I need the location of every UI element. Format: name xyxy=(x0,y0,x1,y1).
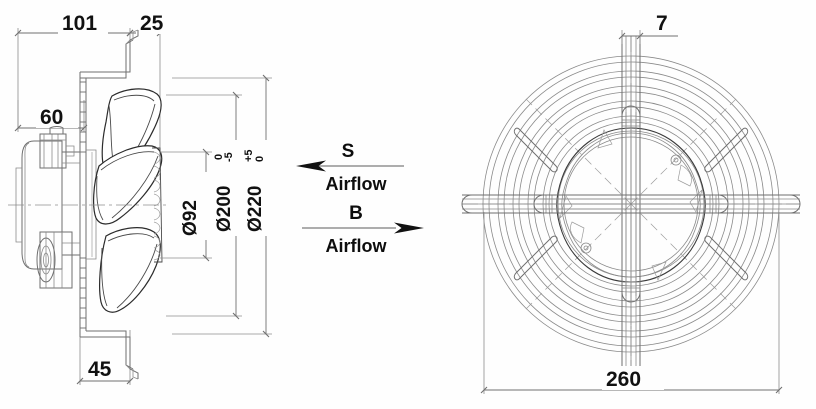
dimension-dia200-tol-upper: 0 xyxy=(213,154,225,160)
dimension-101-group: 101 xyxy=(14,12,134,128)
dimension-260-group: 260 xyxy=(480,212,783,394)
dimension-dia200-text: Ø200 xyxy=(214,186,235,232)
airflow-blowing-label: Airflow xyxy=(326,236,388,256)
airflow-blowing-arrow-icon xyxy=(394,222,424,234)
airflow-suction-code: S xyxy=(342,141,355,162)
dimension-dia220-tol-lower: 0 xyxy=(254,156,266,162)
dimension-7-text: 7 xyxy=(656,12,668,35)
dimension-60-text: 60 xyxy=(40,106,63,129)
dimension-dia200-tol-lower: -5 xyxy=(223,152,235,162)
guard-tabs xyxy=(513,127,749,281)
dimension-45-text: 45 xyxy=(88,358,112,381)
airflow-suction-group: S Airflow xyxy=(296,141,404,194)
dimension-dia92-text: Ø92 xyxy=(180,200,201,236)
airflow-blowing-code: B xyxy=(349,203,363,224)
flange-hatch-bottom xyxy=(80,257,86,329)
dimension-dia220-group: Ø220 +5 0 xyxy=(172,74,272,338)
dimension-60-group: 60 xyxy=(14,100,88,132)
dimension-101-text: 101 xyxy=(62,12,97,35)
dimension-dia200-group: Ø200 0 -5 xyxy=(166,91,242,320)
hub-struts xyxy=(559,129,703,281)
airflow-blowing-group: B Airflow xyxy=(302,203,424,256)
motor-housing xyxy=(15,126,81,289)
dimension-25-text: 25 xyxy=(140,12,164,35)
impeller-blades xyxy=(93,88,163,313)
right-front-view: 7 260 xyxy=(461,8,801,394)
dimension-25-group: 25 xyxy=(126,12,170,180)
airflow-legend: S Airflow B Airflow xyxy=(296,141,424,256)
airflow-suction-arrow-icon xyxy=(296,160,326,172)
dimension-dia220-text: Ø220 xyxy=(245,186,266,232)
dimension-7-group: 7 xyxy=(618,8,678,44)
hub-screw-bosses xyxy=(570,154,692,254)
bracket-bottom xyxy=(621,105,641,372)
dimension-dia92-group: Ø92 xyxy=(160,148,212,262)
flange-hatch-top xyxy=(80,81,86,153)
dimension-260-text: 260 xyxy=(606,368,641,391)
dimension-45-group: 45 xyxy=(76,330,134,385)
dimension-dia220-tol-upper: +5 xyxy=(243,149,255,162)
left-side-view: 101 25 60 4 xyxy=(8,12,272,385)
bracket-right xyxy=(533,194,801,214)
airflow-suction-label: Airflow xyxy=(326,174,388,194)
